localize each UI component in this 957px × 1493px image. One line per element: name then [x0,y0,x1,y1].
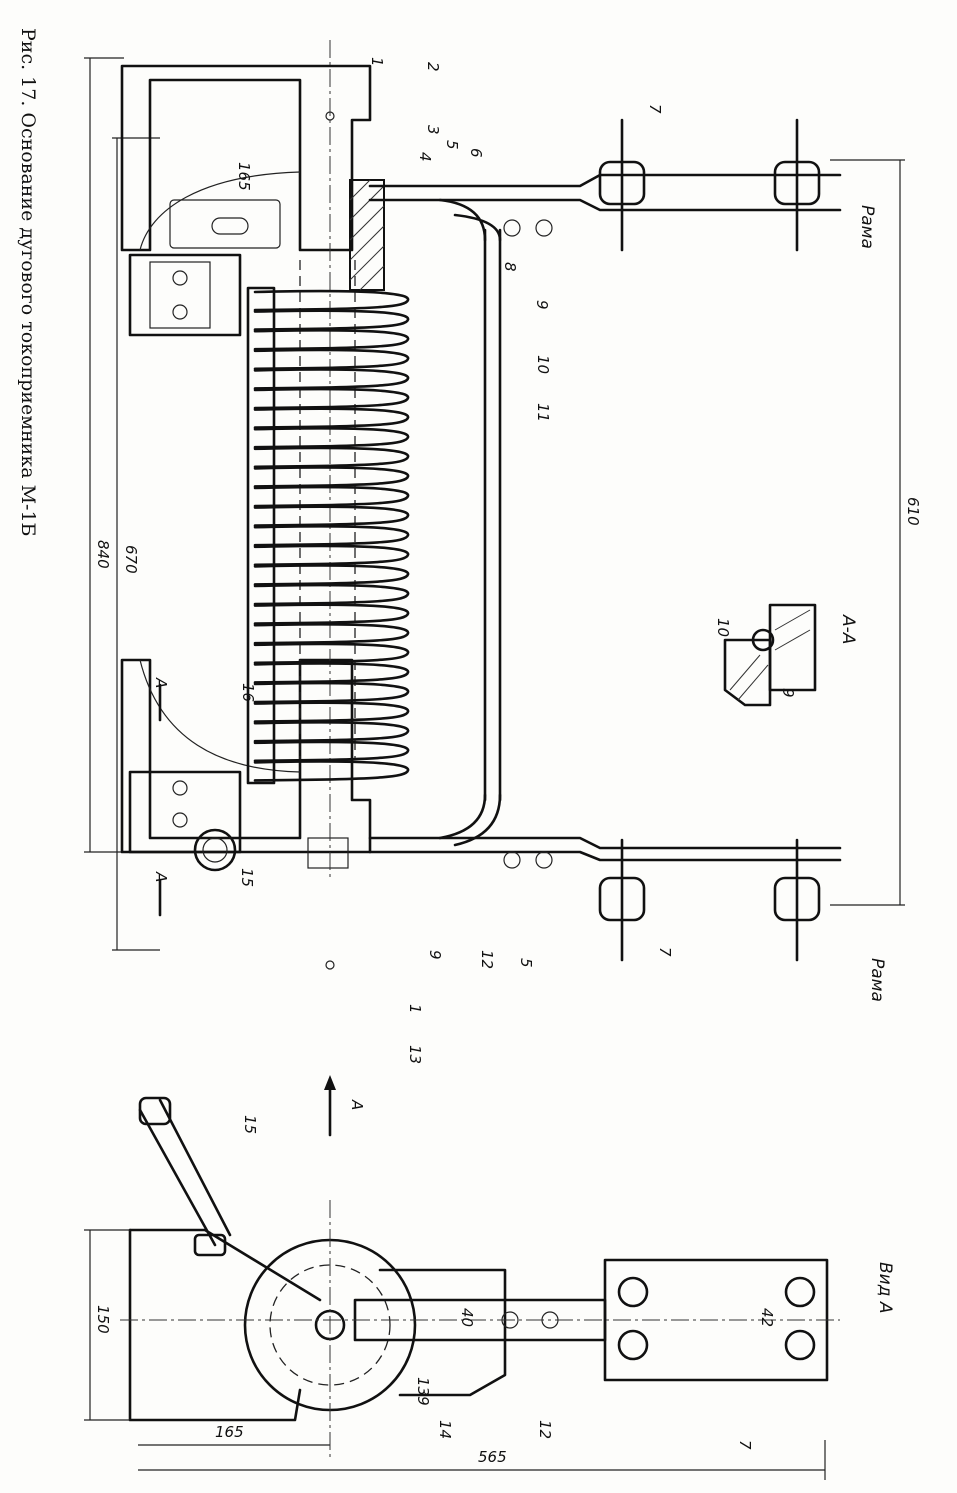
spring-coil [253,544,410,567]
pivot-15 [193,828,237,872]
spring-coil [253,505,410,527]
callout-1-bottom: 1 [406,1004,424,1014]
callout-9-bottom: 9 [426,950,444,960]
spring-coil [253,446,410,469]
callout-7-view: 7 [736,1440,754,1450]
spring-coil [253,466,410,488]
spring-coil [253,760,410,782]
flat-bar-top [368,173,842,188]
dim-40: 40 [458,1308,476,1327]
top-bracket [120,64,372,252]
main-view [84,40,905,1137]
frame-label-top: Рама [857,205,877,249]
spring-coil [253,642,410,665]
flat-bar-bottom [368,836,842,850]
view-a [84,1096,840,1480]
left-end-plate [128,253,242,337]
lever-12 [378,1268,507,1397]
callout-11: 11 [534,403,552,422]
spring-coil [253,348,410,371]
callout-9-top: 9 [533,300,551,310]
dim-610: 610 [904,497,922,526]
spring-coil [253,329,410,351]
section-a-a-detail [723,603,817,707]
dim-42: 42 [758,1308,776,1327]
base-plate [128,1228,302,1422]
spring-coil [253,564,410,586]
view-arrow-a: А [348,1099,366,1110]
spring-coil [253,721,410,743]
section-callout-9: 9 [779,688,797,698]
spring-coil [253,309,410,331]
dim-165-main: 165 [235,162,253,191]
spring-coil [253,583,410,606]
dim-565: 565 [478,1448,507,1466]
bolt-group-7 [598,118,821,962]
right-end-plate [128,770,242,854]
callout-12-view: 12 [536,1420,554,1439]
callout-13: 13 [406,1045,424,1064]
view-a-label: Вид А [875,1262,895,1314]
spring-coil [253,681,410,704]
spring-coil [253,368,410,390]
dim-150: 150 [94,1305,112,1334]
callout-14: 14 [436,1420,454,1439]
callout-10: 10 [534,355,552,374]
callout-4: 4 [416,152,434,162]
arm-11 [483,228,502,802]
spring-coil [253,623,410,645]
frame-label-bottom: Рама [867,958,887,1002]
section-a-a-label: А-А [838,614,858,644]
dim-670: 670 [122,545,140,574]
spring-coil [253,387,410,410]
section-mark-a-1: А [152,677,170,688]
dim-165-view: 165 [215,1423,244,1441]
callout-6: 6 [467,148,485,158]
figure-caption: Рис. 17. Основание дугового токоприемник… [17,28,39,537]
spring-coil [253,289,410,312]
callout-3: 3 [424,125,442,135]
callout-5-bottom: 5 [517,958,535,968]
spring-coil [253,407,410,429]
callout-16: 16 [239,683,257,702]
spring-coil [253,525,410,547]
dim-840: 840 [94,540,112,569]
tie-rod-15 [138,1098,232,1247]
callout-15-view: 15 [241,1115,259,1134]
spring-coils [253,289,410,782]
callout-12-main: 12 [478,950,496,969]
callout-8: 8 [501,262,519,272]
spring-coil [253,603,410,625]
section-mark-a-2: А [152,871,170,882]
callout-1-top: 1 [368,57,386,67]
spring-coil [253,740,410,763]
section-callout-10: 10 [714,618,732,637]
spring-coil [253,427,410,449]
callout-7-bottom: 7 [656,947,674,957]
dim-139: 139 [414,1377,432,1406]
callout-7-top: 7 [646,104,664,114]
callouts: 1 2 3 5 4 6 7 8 9 10 11 16 15 9 12 5 7 1… [238,57,754,1450]
hatched-hub [349,179,385,291]
callout-2: 2 [424,62,442,72]
spring-coil [253,701,410,723]
spring-coil [253,662,410,684]
callout-15-main: 15 [238,868,256,887]
spring-coil [253,485,410,508]
callout-5-top: 5 [443,140,461,150]
